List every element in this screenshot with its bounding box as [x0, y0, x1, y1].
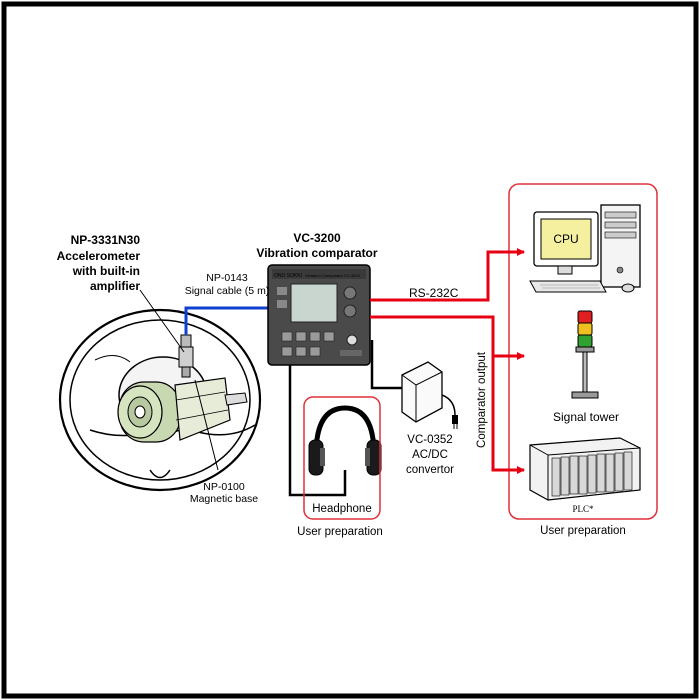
- comparator-name-label: Vibration comparator: [256, 246, 377, 260]
- headphone-illustration: [308, 405, 382, 476]
- output-connections: [370, 248, 525, 474]
- vibration-comparator-device: ONO SOKKI Vibration Comparator VC-3200: [267, 264, 371, 366]
- cpu-label: CPU: [553, 232, 578, 246]
- user-preparation-left-label: User preparation: [297, 526, 383, 538]
- magnetic-base-model-label: NP-0100: [203, 481, 245, 493]
- signal-tower-illustration: [571, 310, 599, 399]
- user-preparation-right-label: User preparation: [540, 525, 626, 537]
- user-preparation-box-right: [508, 183, 658, 520]
- rs232c-label: RS-232C: [409, 286, 459, 300]
- signal-cable-desc-label: Signal cable (5 m): [185, 285, 270, 297]
- device-brand-text: ONO SOKKI: [274, 273, 302, 279]
- accelerometer-leader: [139, 289, 185, 353]
- signal-cable-line: [184, 306, 268, 335]
- accelerometer-model-label: NP-3331N30: [71, 233, 141, 247]
- device-panel-title: Vibration Comparator VC-3200: [305, 273, 361, 278]
- headphone-cable-line: [288, 365, 347, 497]
- magnetic-base-desc-label: Magnetic base: [190, 493, 258, 505]
- accelerometer-sensor: [178, 334, 194, 378]
- ac-dc-adapter: [401, 361, 458, 429]
- computer-illustration: [529, 204, 641, 293]
- accelerometer-name-line2: with built-in: [72, 264, 140, 278]
- user-preparation-box-left: [303, 396, 381, 520]
- adapter-line2-label: AC/DC: [412, 449, 448, 461]
- comparator-output-label: Comparator output: [476, 351, 488, 448]
- plc-label: PLC*: [572, 504, 594, 514]
- accelerometer-name-line3: amplifier: [90, 279, 140, 293]
- accelerometer-name-line1: Accelerometer: [57, 249, 141, 263]
- signal-cable-model-label: NP-0143: [206, 272, 248, 284]
- adapter-model-label: VC-0352: [407, 434, 452, 446]
- adapter-line3-label: convertor: [406, 464, 454, 476]
- signal-tower-label: Signal tower: [553, 410, 619, 424]
- plc-illustration: [529, 437, 641, 501]
- test-mount-illustration: [117, 377, 248, 443]
- magnetic-base-leader: [194, 379, 219, 471]
- adapter-cable-line: [370, 340, 404, 390]
- headphone-label: Headphone: [312, 503, 371, 515]
- comparator-model-label: VC-3200: [293, 231, 341, 245]
